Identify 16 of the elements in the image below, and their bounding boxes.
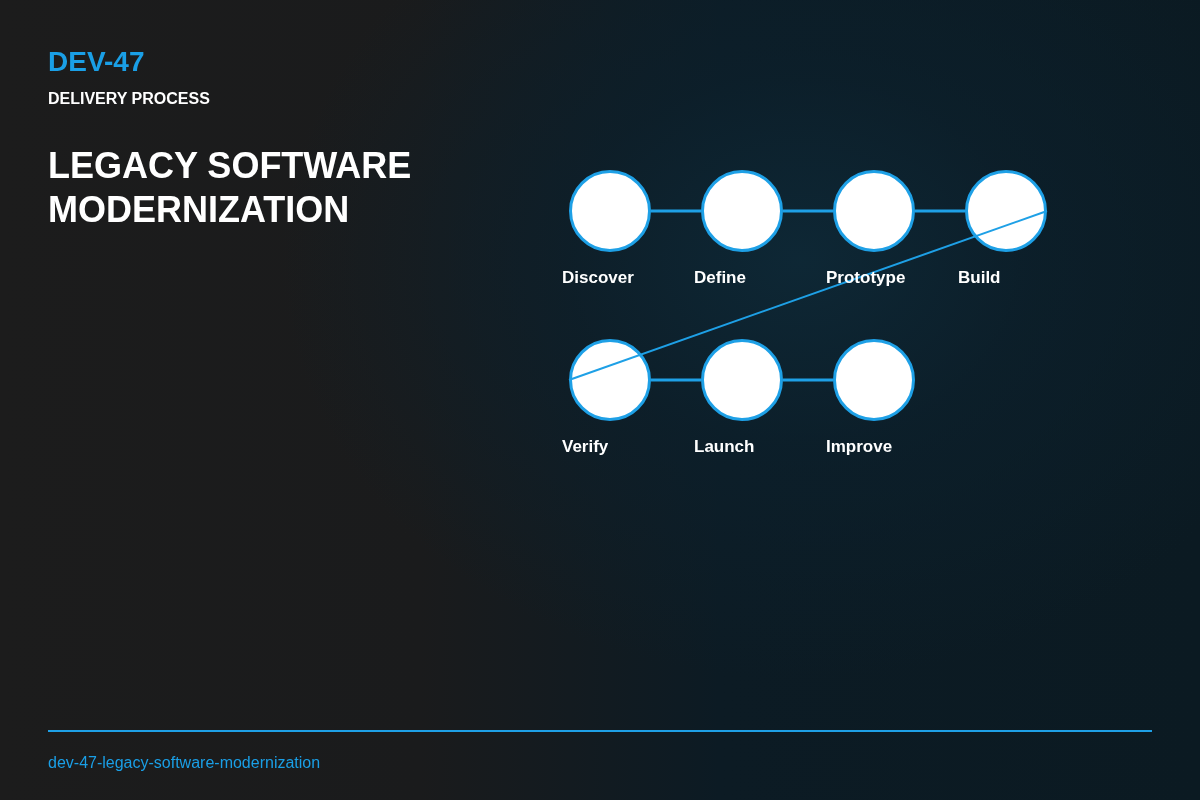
connector-line — [651, 378, 701, 382]
document-code: DEV-47 — [48, 45, 145, 79]
title: LEGACY SOFTWARE MODERNIZATION — [48, 144, 413, 232]
step-label: Verify — [562, 437, 609, 457]
step-label: Define — [694, 268, 746, 288]
connector-line — [915, 209, 965, 213]
connector-line — [568, 210, 1048, 381]
step-label: Discover — [562, 268, 634, 288]
step-label: Improve — [826, 437, 893, 457]
footer-slug: dev-47-legacy-software-modernization — [48, 753, 321, 773]
step-label: Launch — [694, 437, 755, 457]
connector-line — [783, 209, 833, 213]
subtitle: DELIVERY PROCESS — [48, 89, 210, 109]
connector-line — [783, 378, 833, 382]
step-label: Build — [958, 268, 1001, 288]
connector-line — [651, 209, 701, 213]
